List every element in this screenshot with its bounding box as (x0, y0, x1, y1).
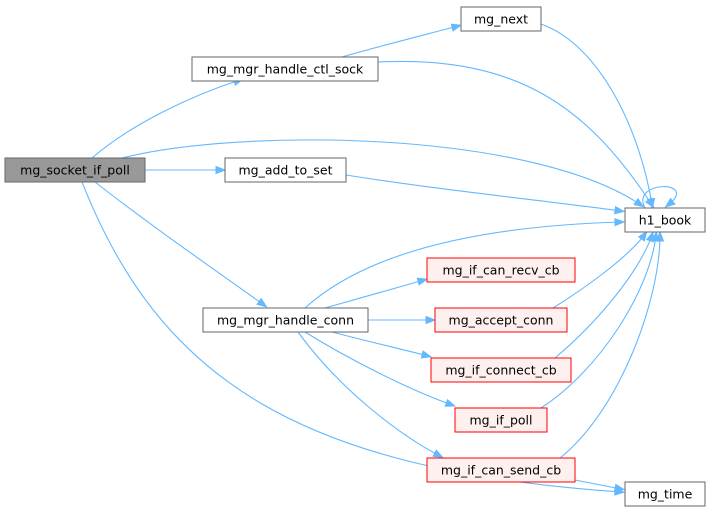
node-label: mg_socket_if_poll (20, 163, 130, 178)
node-mg_if_can_send_cb[interactable]: mg_if_can_send_cb (426, 457, 576, 483)
node-box[interactable] (224, 157, 347, 183)
edge-arrowhead (645, 230, 654, 243)
node-box[interactable] (434, 307, 568, 333)
node-label: h1_book (639, 213, 692, 228)
edge-mg_socket_if_poll-to-h1_book (121, 139, 645, 208)
node-h1_book[interactable]: h1_book (624, 207, 706, 233)
edge-mg_mgr_handle_ctl_sock-to-mg_next (341, 23, 463, 58)
node-mg_if_poll[interactable]: mg_if_poll (454, 407, 548, 433)
edge-arrowhead (420, 350, 433, 359)
edge-arrowhead (646, 197, 656, 210)
node-box[interactable] (426, 257, 576, 283)
node-mg_socket_if_poll[interactable]: mg_socket_if_poll (4, 157, 146, 183)
edge-mg_mgr_handle_conn-to-mg_if_connect_cb (331, 331, 433, 359)
node-label: mg_mgr_handle_ctl_sock (207, 62, 364, 77)
node-label: mg_if_poll (469, 413, 532, 428)
call-graph-nodes: mg_socket_if_pollmg_mgr_handle_ctl_sockm… (4, 6, 706, 507)
edge-line (297, 331, 441, 457)
edge-h1_book-to-h1_book (642, 186, 677, 209)
edge-line (540, 234, 657, 409)
edge-line (304, 331, 453, 406)
edge-mg_if_can_send_cb-to-mg_time (574, 479, 626, 492)
edge-line (642, 186, 677, 209)
edge-mg_mgr_handle_conn-to-h1_book (304, 217, 626, 309)
edge-arrowhead (444, 398, 457, 407)
edge-line (552, 233, 646, 309)
edge-arrowhead (633, 197, 645, 208)
node-label: mg_accept_conn (449, 313, 554, 328)
node-box[interactable] (430, 357, 572, 383)
edge-line (559, 234, 661, 459)
edge-mg_socket_if_poll-to-mg_mgr_handle_conn (94, 181, 268, 308)
edge-arrowhead (432, 449, 444, 459)
edge-line (304, 221, 622, 309)
node-box[interactable] (454, 407, 548, 433)
edge-mg_accept_conn-to-h1_book (552, 230, 648, 309)
edge-arrowhead (613, 205, 626, 215)
edge-arrowhead (664, 197, 676, 208)
node-label: mg_if_can_recv_cb (442, 263, 559, 278)
node-label: mg_if_connect_cb (445, 363, 556, 378)
edge-mg_mgr_handle_conn-to-mg_accept_conn (367, 315, 437, 325)
node-box[interactable] (202, 307, 369, 333)
edge-line (574, 479, 622, 490)
node-mg_mgr_handle_conn[interactable]: mg_mgr_handle_conn (202, 307, 369, 333)
edge-line (324, 279, 425, 309)
edge-line (94, 181, 265, 306)
node-box[interactable] (191, 56, 379, 82)
edge-line (331, 331, 429, 357)
edge-arrowhead (637, 230, 648, 242)
edge-mg_if_connect_cb-to-h1_book (554, 230, 654, 359)
node-mg_if_connect_cb[interactable]: mg_if_connect_cb (430, 357, 572, 383)
edge-line (121, 139, 642, 206)
edge-line (345, 174, 622, 212)
node-mg_time[interactable]: mg_time (624, 481, 706, 507)
edge-line (377, 60, 653, 206)
node-label: mg_mgr_handle_conn (217, 313, 354, 328)
node-box[interactable] (624, 481, 706, 507)
edge-line (91, 79, 241, 159)
edge-mg_mgr_handle_conn-to-mg_if_poll (304, 331, 457, 407)
edge-mg_mgr_handle_conn-to-mg_if_can_recv_cb (324, 277, 429, 309)
edge-line (341, 25, 459, 58)
edge-mg_socket_if_poll-to-mg_mgr_handle_ctl_sock (91, 77, 245, 159)
edge-arrowhead (425, 315, 437, 325)
call-graph-edges (81, 23, 677, 496)
edge-arrowhead (614, 217, 626, 227)
edge-mg_add_to_set-to-h1_book (345, 174, 626, 215)
edge-line (540, 23, 653, 206)
node-mg_if_can_recv_cb[interactable]: mg_if_can_recv_cb (426, 257, 576, 283)
edge-mg_next-to-h1_book (540, 23, 656, 210)
node-mg_add_to_set[interactable]: mg_add_to_set (224, 157, 347, 183)
node-box[interactable] (4, 157, 146, 183)
node-label: mg_next (474, 12, 528, 27)
edge-mg_socket_if_poll-to-mg_time (81, 181, 626, 496)
node-label: mg_time (638, 487, 693, 502)
node-box[interactable] (624, 207, 706, 233)
node-mg_next[interactable]: mg_next (460, 6, 542, 32)
edge-mg_if_can_send_cb-to-h1_book (559, 230, 665, 459)
edge-mg_socket_if_poll-to-mg_add_to_set (145, 165, 227, 175)
edge-arrowhead (256, 297, 268, 308)
edge-line (554, 234, 653, 359)
node-label: mg_add_to_set (238, 163, 332, 178)
node-box[interactable] (460, 6, 542, 32)
edge-arrowhead (655, 230, 665, 242)
node-box[interactable] (426, 457, 576, 483)
edge-arrowhead (613, 483, 626, 492)
edge-mg_mgr_handle_conn-to-mg_if_can_send_cb (297, 331, 444, 459)
edge-arrowhead (416, 277, 429, 286)
edge-arrowhead (450, 23, 463, 32)
edge-arrowhead (215, 165, 227, 175)
node-label: mg_if_can_send_cb (441, 463, 561, 478)
node-mg_accept_conn[interactable]: mg_accept_conn (434, 307, 568, 333)
node-mg_mgr_handle_ctl_sock[interactable]: mg_mgr_handle_ctl_sock (191, 56, 379, 82)
